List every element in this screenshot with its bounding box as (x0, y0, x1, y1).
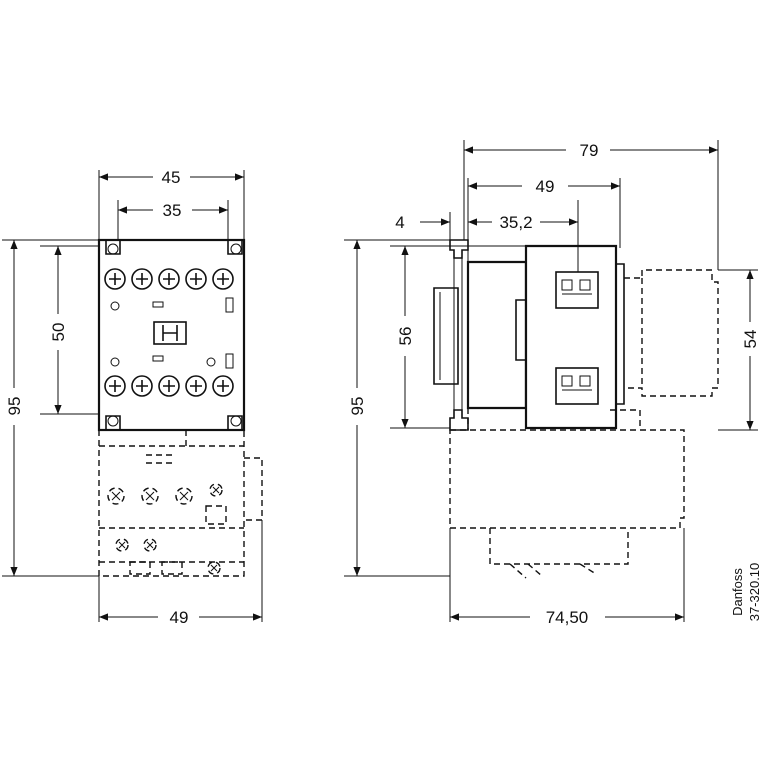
front-dimensions (2, 170, 263, 622)
side-top-terminal (555, 271, 599, 309)
front-indicator-window (153, 321, 187, 345)
din-rail-bottom (449, 409, 469, 431)
side-height-right-label: 54 (741, 330, 760, 349)
side-height-total-label: 95 (348, 397, 367, 416)
front-bottom-terminals (104, 375, 234, 397)
front-contactor-body (97, 238, 246, 432)
side-bottom-terminal (555, 367, 599, 405)
front-top-terminals (104, 268, 234, 290)
side-dimensions (344, 140, 758, 622)
side-rear-base (466, 260, 528, 410)
side-offset-label: 4 (395, 213, 404, 232)
front-width-top-label: 45 (162, 168, 181, 187)
side-width-total-label: 79 (580, 141, 599, 160)
front-height-inner-label: 50 (49, 323, 68, 342)
side-front-housing (524, 244, 618, 430)
front-width-bottom-label: 49 (170, 608, 189, 627)
mounting-clip (433, 287, 459, 385)
front-width-inner-label: 35 (163, 201, 182, 220)
front-view (97, 238, 263, 577)
side-bottom-addon (449, 408, 685, 579)
side-width-bottom-label: 74,50 (546, 608, 589, 627)
drawing-code: 37-320.10 (747, 563, 762, 622)
din-rail-top (449, 239, 469, 259)
side-width-mid-label: 49 (536, 177, 555, 196)
front-auxiliary-block (98, 430, 263, 577)
side-height-left-label: 56 (396, 327, 415, 346)
side-front-addon (624, 269, 719, 397)
brand-name: Danfoss (730, 568, 745, 616)
side-width-inner-label: 35,2 (499, 213, 532, 232)
side-view (433, 239, 719, 579)
front-height-total-label: 95 (5, 397, 24, 416)
